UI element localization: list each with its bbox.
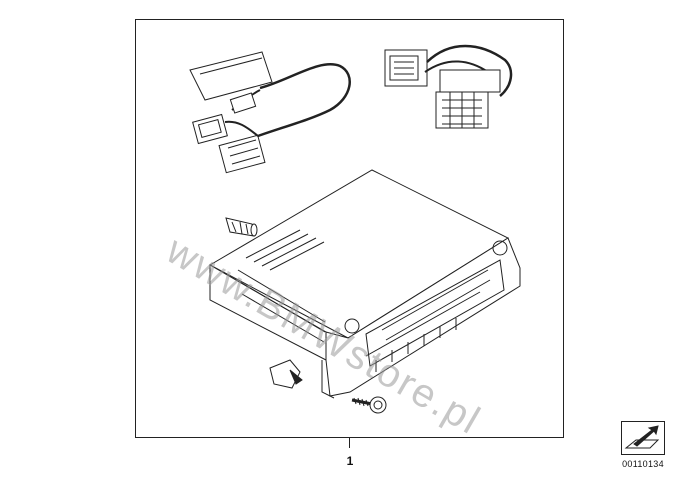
wiring-harness-cable[interactable]	[189, 51, 351, 174]
mounting-screw[interactable]	[351, 396, 387, 414]
part-number-label: 1	[346, 454, 354, 468]
diagram-id-label: 00110134	[622, 459, 664, 469]
arrow-reference-icon	[621, 421, 665, 455]
antenna-adapter[interactable]	[225, 217, 258, 237]
connector-adapter-block[interactable]	[384, 44, 513, 129]
mounting-clip[interactable]	[269, 359, 303, 389]
part-leader-line	[349, 438, 350, 448]
radio-unit[interactable]	[208, 169, 521, 399]
diagram-frame	[135, 19, 564, 438]
